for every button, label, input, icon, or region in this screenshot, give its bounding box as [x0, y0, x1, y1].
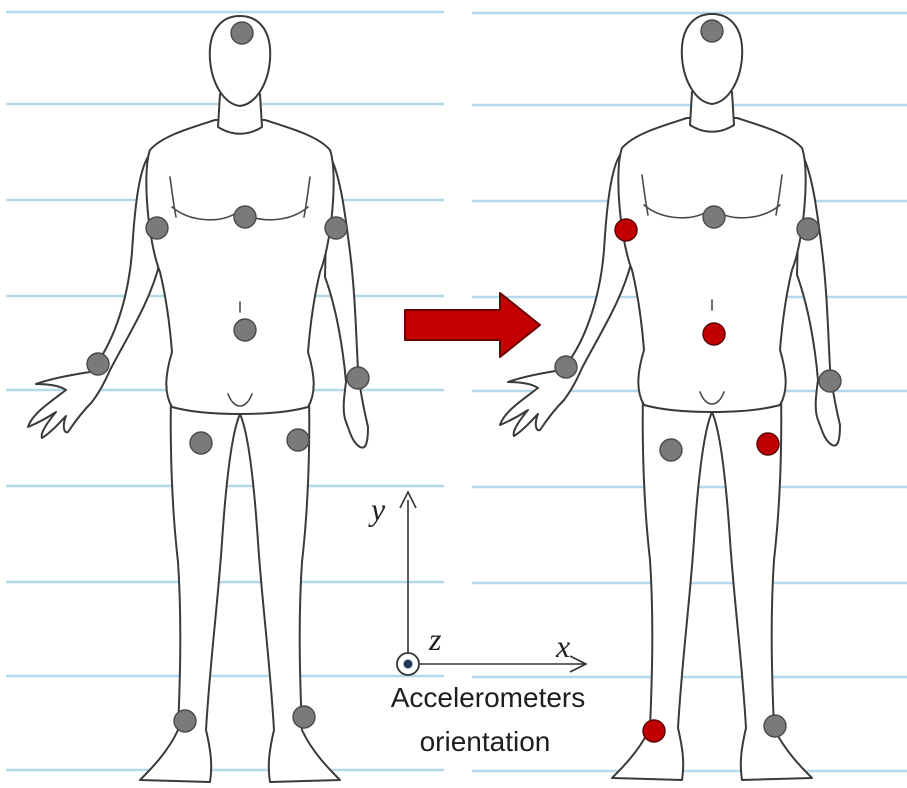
sensor-right-thigh — [660, 439, 682, 461]
sensor-head — [231, 22, 253, 44]
figure-right — [500, 14, 840, 780]
sensor-left-wrist — [347, 367, 369, 389]
sensor-left-upper-arm — [797, 218, 819, 240]
sensor-left-upper-arm — [325, 217, 347, 239]
sensor-left-thigh — [287, 429, 309, 451]
selected-sensor-waist — [703, 323, 725, 345]
sensor-left-wrist — [819, 370, 841, 392]
z-axis-label: z — [428, 621, 442, 657]
figure-left — [28, 16, 368, 782]
sensor-head — [701, 20, 723, 42]
caption-line-1: Accelerometers — [391, 682, 586, 713]
transition-arrow — [405, 293, 540, 357]
sensor-chest — [703, 206, 725, 228]
selected-sensor-right-ankle — [643, 720, 665, 742]
sensor-right-wrist — [87, 353, 109, 375]
sensor-left-ankle — [293, 706, 315, 728]
sensor-left-ankle — [764, 715, 786, 737]
sensor-waist — [234, 319, 256, 341]
selected-sensor-right-upper-arm — [615, 219, 637, 241]
sensor-chest — [234, 206, 256, 228]
x-axis-label: x — [555, 628, 570, 664]
y-axis-label: y — [368, 491, 386, 527]
sensor-right-wrist — [555, 356, 577, 378]
sensor-right-ankle — [174, 710, 196, 732]
caption-line-2: orientation — [420, 726, 551, 757]
sensor-right-upper-arm — [146, 217, 168, 239]
sensor-right-thigh — [190, 432, 212, 454]
selected-sensor-left-thigh — [757, 433, 779, 455]
z-axis-dot — [404, 660, 413, 669]
